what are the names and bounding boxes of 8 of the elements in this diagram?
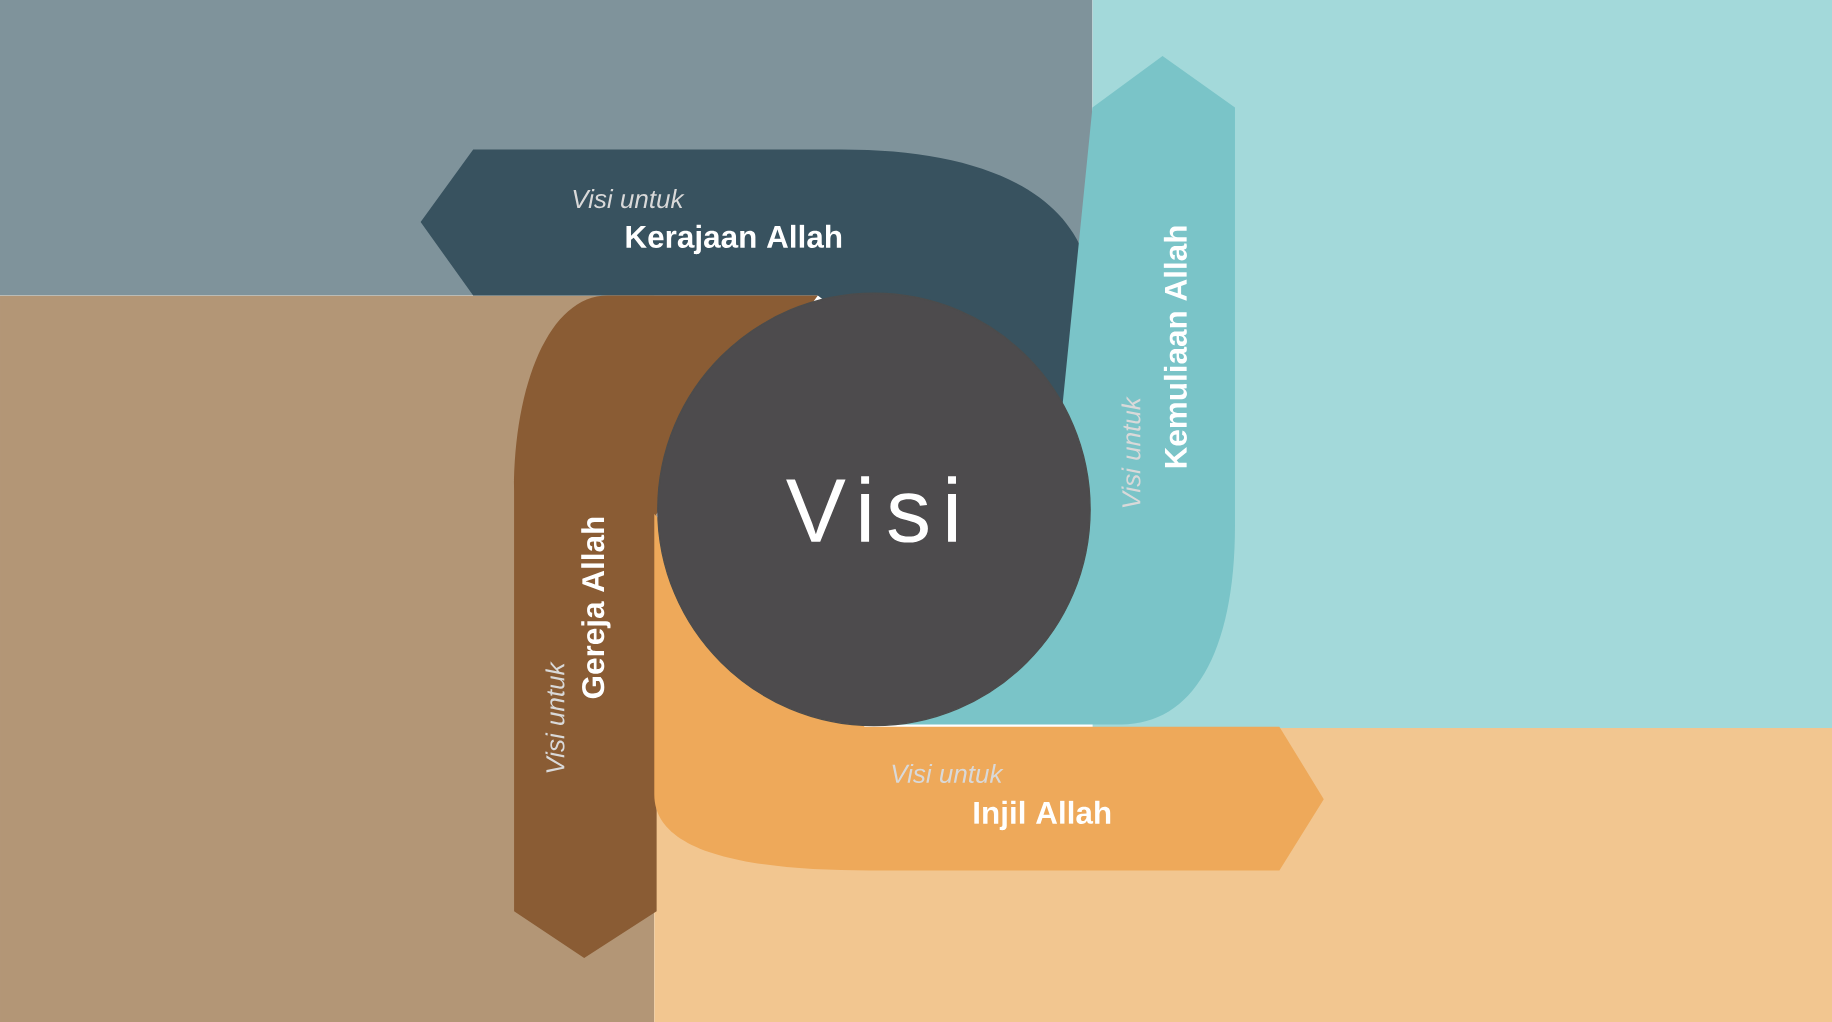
arrow-title: Kerajaan Allah [626, 224, 842, 254]
arrow-title: Kemuliaan Allah [1163, 226, 1187, 468]
arrow-subtitle: Visi untuk [573, 188, 685, 208]
arrow-title: Gereja Allah [581, 517, 611, 698]
arrow-title: Injil Allah [974, 800, 1111, 831]
arrow-subtitle: Visi untuk [892, 763, 1004, 783]
arrow-subtitle: Visi untuk [1121, 396, 1141, 508]
arrow-subtitle: Visi untuk [545, 661, 565, 773]
